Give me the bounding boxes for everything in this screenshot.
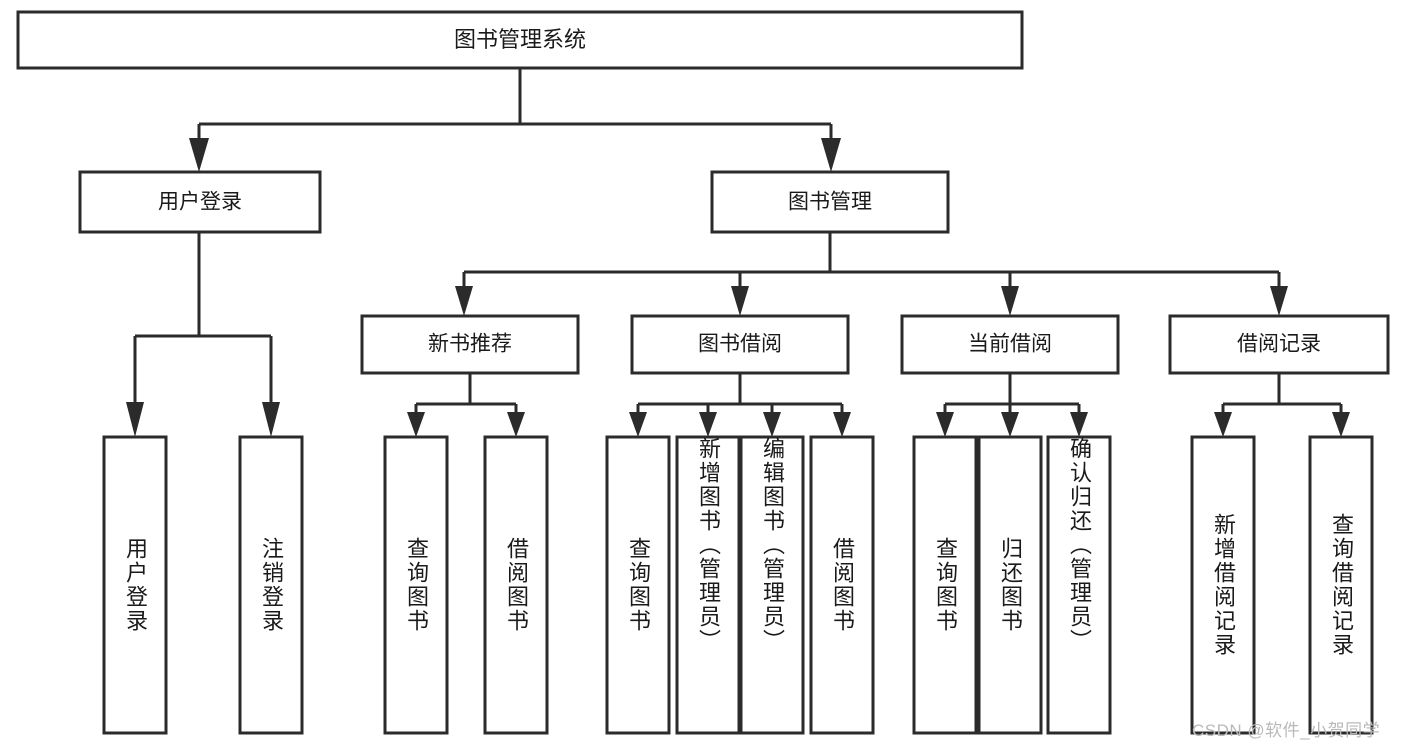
leaf-box-book-borrow-1[interactable]	[605, 435, 671, 735]
arrow-head-bookborrow-2	[699, 412, 717, 437]
arrow-head-bookborrow-4	[833, 412, 851, 437]
arrow-head-userlogin-1	[126, 402, 144, 437]
arrow-head-borrowrecord-1	[1214, 412, 1232, 437]
node-new-book-recommend-label: 新书推荐	[428, 333, 512, 356]
node-book-borrow[interactable]: 图书借阅	[630, 314, 850, 375]
node-user-login[interactable]: 用户登录	[78, 170, 322, 234]
node-book-manage-box[interactable]	[710, 170, 950, 234]
node-borrow-record[interactable]: 借阅记录	[1168, 314, 1390, 375]
node-current-borrow-box[interactable]	[900, 314, 1120, 375]
connector-group-current-borrow	[936, 373, 1088, 437]
node-root-system[interactable]: 图书管理系统	[16, 10, 1024, 70]
leaf-box-book-borrow-2[interactable]	[675, 435, 741, 735]
node-new-book-recommend-box[interactable]	[360, 314, 580, 375]
node-borrow-record-label: 借阅记录	[1237, 333, 1321, 356]
node-book-borrow-box[interactable]	[630, 314, 850, 375]
connector-group-user-login	[126, 232, 280, 437]
leaf-box-user-login-1[interactable]	[102, 435, 168, 735]
connector-group-borrow-record	[1214, 373, 1350, 437]
csdn-watermark: CSDN @软件_小贺同学	[1192, 721, 1381, 740]
leaf-box-user-login-2[interactable]	[238, 435, 304, 735]
node-user-login-box[interactable]	[78, 170, 322, 234]
arrow-head-borrowrecord-2	[1332, 412, 1350, 437]
arrow-head-bookborrow-3	[763, 412, 781, 437]
node-root-label: 图书管理系统	[454, 27, 586, 52]
node-current-borrow-label: 当前借阅	[968, 333, 1052, 356]
node-current-borrow[interactable]: 当前借阅	[900, 314, 1120, 375]
leaf-box-borrow-record-1[interactable]	[1190, 435, 1256, 735]
arrow-head-newbook-2	[507, 412, 525, 437]
connector-group-book-manage	[455, 232, 1288, 316]
arrow-head-newbook-1	[407, 412, 425, 437]
arrow-head-currentborrow-2	[1001, 412, 1019, 437]
arrow-head-bookmanage-2	[731, 286, 749, 316]
node-book-manage[interactable]: 图书管理	[710, 170, 950, 234]
node-user-login-label: 用户登录	[158, 191, 242, 214]
node-borrow-record-box[interactable]	[1168, 314, 1390, 375]
arrow-head-root-1	[189, 138, 209, 172]
node-root-box[interactable]	[16, 10, 1024, 70]
connector-group-book-borrow	[629, 373, 851, 437]
leaf-box-new-book-1[interactable]	[383, 435, 449, 735]
node-book-manage-label: 图书管理	[788, 191, 872, 214]
arrow-head-bookmanage-1	[455, 286, 473, 316]
node-new-book-recommend[interactable]: 新书推荐	[360, 314, 580, 375]
leaf-box-book-borrow-4[interactable]	[809, 435, 875, 735]
arrow-head-bookmanage-4	[1270, 286, 1288, 316]
arrow-head-bookborrow-1	[629, 412, 647, 437]
leaf-box-book-borrow-3[interactable]	[739, 435, 805, 735]
arrow-head-userlogin-2	[262, 402, 280, 437]
leaf-box-new-book-2[interactable]	[483, 435, 549, 735]
connector-group-root	[189, 68, 841, 172]
leaf-box-current-borrow-1[interactable]	[912, 435, 978, 735]
arrow-head-root-2	[821, 138, 841, 172]
leaf-box-current-borrow-3[interactable]	[1046, 435, 1112, 735]
arrow-head-bookmanage-3	[1001, 286, 1019, 316]
leaf-box-current-borrow-2[interactable]	[977, 435, 1043, 735]
arrow-head-currentborrow-1	[936, 412, 954, 437]
arrow-head-currentborrow-3	[1070, 412, 1088, 437]
leaf-box-borrow-record-2[interactable]	[1308, 435, 1374, 735]
node-book-borrow-label: 图书借阅	[698, 333, 782, 356]
connector-group-new-book	[407, 373, 525, 437]
